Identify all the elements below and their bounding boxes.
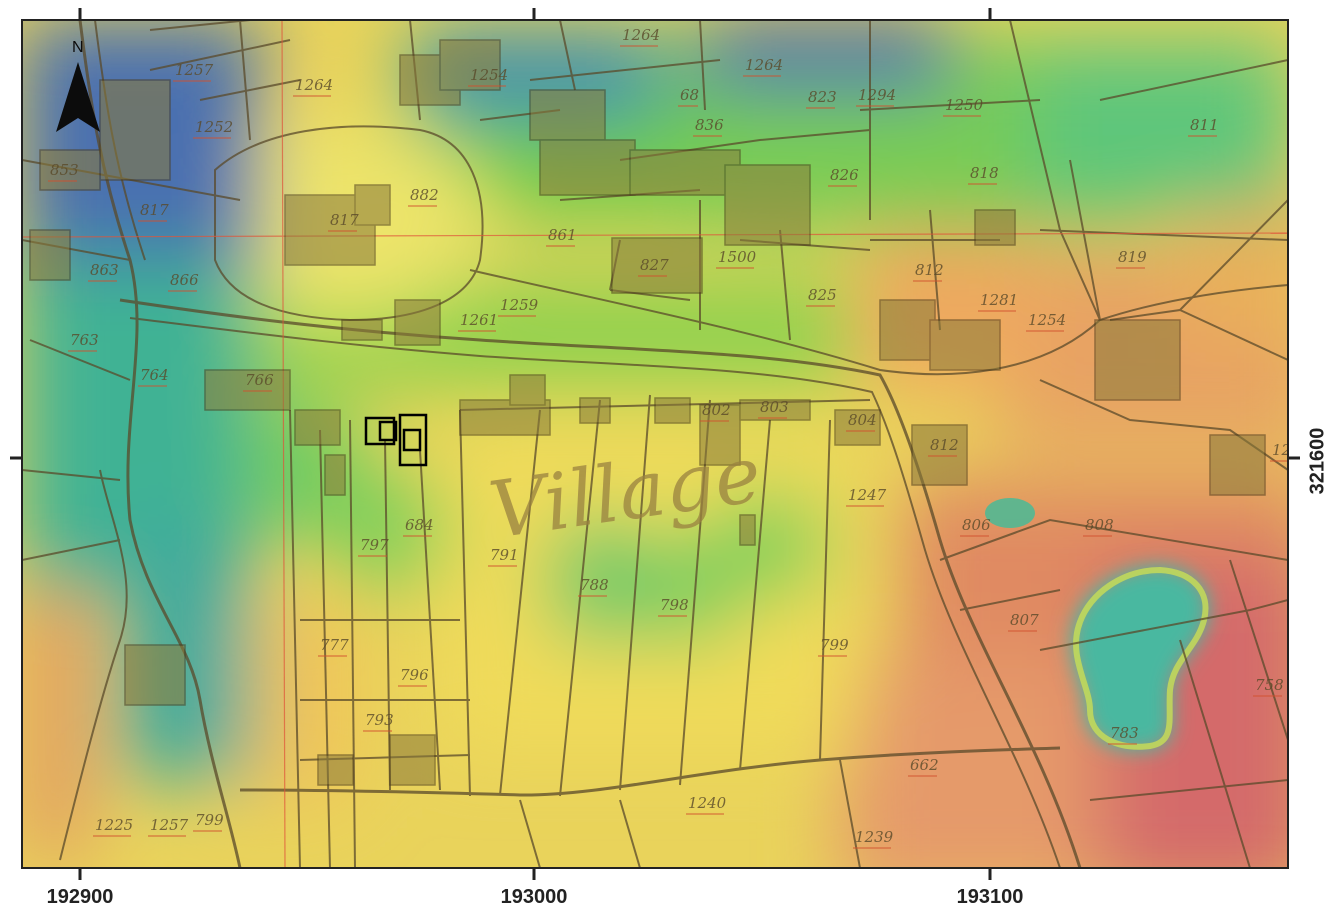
parcel-label: 861 [548,226,577,244]
parcel-label: 1240 [688,794,727,812]
parcel-label: 1254 [470,66,508,84]
parcel-label: 804 [848,411,877,429]
parcel-label: 803 [760,398,789,416]
parcel-label: 793 [365,711,394,729]
parcel-label: 1264 [745,56,783,74]
parcel-label: 819 [1118,248,1147,266]
parcel-label: 662 [910,756,939,774]
parcel-label: 764 [140,366,169,384]
parcel-label: 799 [195,811,224,829]
parcel-label: 684 [405,516,434,534]
parcel-label: 797 [360,536,389,554]
parcel-label: 788 [580,576,609,594]
parcel-label: 1250 [945,96,984,114]
parcel-label: 766 [245,371,274,389]
parcel-label: 1264 [295,76,333,94]
parcel-label: 836 [695,116,724,134]
parcel-label: 817 [330,211,359,229]
parcel-label: 823 [808,88,837,106]
parcel-label: 1500 [718,248,757,266]
parcel-label: 1281 [980,291,1018,309]
north-arrow-label: N [72,39,84,56]
axis-ticks [10,8,1300,880]
parcel-label: 796 [400,666,429,684]
parcel-label: 812 [915,261,944,279]
parcel-label: 1294 [858,86,896,104]
parcel-label: 1257 [175,61,214,79]
x-tick-label-193100: 193100 [956,886,1024,908]
parcel-label: 882 [410,186,439,204]
parcel-label: 863 [90,261,119,279]
parcel-label: 758 [1255,676,1284,694]
parcel-label: 826 [830,166,859,184]
parcel-label: 791 [490,546,519,564]
parcel-label: 806 [962,516,991,534]
parcel-label: 827 [640,256,669,274]
parcel-label: 1261 [460,311,498,329]
parcel-label: 1248 [1272,441,1310,459]
map-frame [21,19,1289,869]
x-tick-label-192900: 192900 [46,886,114,908]
y-tick-label-321600: 321600 [1306,427,1329,495]
parcel-label: 1252 [195,118,233,136]
north-arrow-icon: N [56,39,100,132]
elevation-field [22,20,1288,868]
parcel-label: 811 [1190,116,1219,134]
parcel-label: 798 [660,596,689,614]
parcel-label: 818 [970,164,999,182]
parcel-label: 799 [820,636,849,654]
parcel-label: 866 [170,271,199,289]
x-tick-label-193000: 193000 [500,886,568,908]
survey-lines [22,20,1288,868]
parcel-label: 808 [1085,516,1114,534]
parcel-label: 777 [320,636,349,654]
highlighted-building [364,413,428,467]
pond [1071,565,1210,751]
parcel-label: 1264 [622,26,660,44]
parcel-label: 825 [808,286,837,304]
map-frame-content: 1264 1257 1252 1264 1254 1264 823 1294 1250 836 81… [22,20,1310,868]
parcel-label: 807 [1010,611,1039,629]
parcel-label: 1239 [855,828,894,846]
parcel-label: 763 [70,331,99,349]
parcel-label: 812 [930,436,959,454]
parcel-label: 68 [680,86,699,104]
parcel-label: 802 [702,401,731,419]
parcel-label: 1257 [150,816,189,834]
parcel-label: 1225 [95,816,133,834]
parcel-label: 1259 [500,296,539,314]
buildings [29,39,1266,786]
parcel-label: 817 [140,201,169,219]
parcel-label: 1247 [848,486,887,504]
parcel-label: 853 [50,161,79,179]
parcel-label: 1254 [1028,311,1066,329]
parcel-labels: 1264 1257 1252 1264 1254 1264 823 1294 1250 836 81… [48,26,1310,849]
parcel-label: 783 [1110,724,1139,742]
